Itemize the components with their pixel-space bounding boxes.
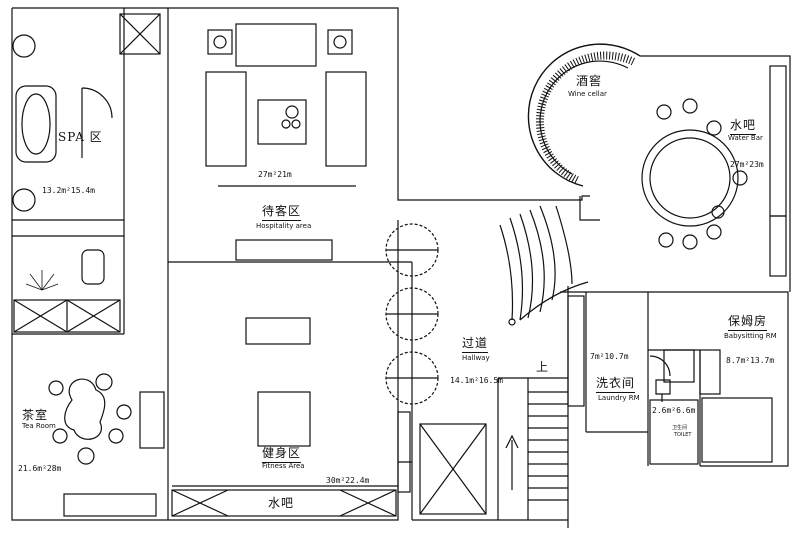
fireplace-icon	[25, 270, 59, 291]
side-table-left	[207, 29, 233, 55]
bathroom-area: 2.6m²6.6m	[652, 406, 696, 415]
baby-wardrobe	[699, 349, 721, 395]
tea-room-door	[139, 391, 165, 449]
spa-door	[81, 87, 113, 158]
wall-waterbar	[640, 55, 791, 292]
water-bar-area: 27m²23m	[730, 160, 764, 169]
water-bar-en: Water Bar	[728, 134, 763, 142]
coffee-table	[257, 99, 307, 145]
window-box-top	[119, 13, 161, 55]
curved-steps-5	[539, 205, 556, 301]
wall-cellar-step	[579, 196, 600, 221]
bathroom-en: TOILET	[674, 432, 692, 438]
curved-steps-1	[499, 224, 514, 321]
spa-area: 13.2m²15.4m	[42, 186, 95, 195]
hospitality-en: Hospitality area	[256, 222, 312, 230]
bar-table	[641, 129, 739, 227]
stair-up-mark: 上	[536, 360, 550, 374]
water-bar-cn: 水吧	[730, 116, 757, 135]
bathroom-cn: 卫生间	[672, 425, 688, 431]
fitness-area-size: 30m²22.4m	[326, 476, 370, 485]
hospitality-area-size: 27m²21m	[258, 170, 292, 179]
elevator-shaft	[419, 423, 487, 515]
spa-tub	[15, 85, 57, 163]
tea-bottom-counter	[63, 493, 157, 517]
spa-label: SPA 区	[58, 128, 103, 145]
laundry-cn: 洗衣间	[596, 374, 636, 393]
wall-right-outer	[560, 291, 789, 467]
babysitting-area: 8.7m²13.7m	[726, 356, 775, 365]
toilet-icon	[655, 379, 671, 402]
wine-cellar-outer-arc	[527, 43, 641, 187]
baby-bed	[701, 397, 773, 463]
laundry-en: Laundry RM	[598, 394, 640, 402]
tv-cabinet	[235, 239, 333, 261]
hallway-en: Hallway	[462, 354, 490, 362]
tea-room-en: Tea Room	[22, 422, 56, 430]
water-bar-bottom-cn: 水吧	[268, 496, 295, 510]
fitness-en: Fitness Area	[262, 462, 305, 470]
tea-table	[64, 378, 106, 440]
wine-cellar-en: Wine cellar	[568, 90, 607, 98]
curved-steps-2	[509, 217, 524, 321]
tea-room-area: 21.6m²28m	[18, 464, 62, 473]
curved-steps-4	[529, 209, 545, 313]
treadmill	[257, 391, 311, 447]
wine-cellar-hatch	[535, 51, 636, 184]
laundry-area: 7m²10.7m	[590, 352, 629, 361]
hospitality-cn: 待客区	[262, 202, 302, 221]
weight-bench	[245, 317, 311, 345]
wine-cabinet-strip	[769, 65, 787, 217]
sofa-right	[325, 71, 367, 167]
laundry-shelf	[567, 295, 585, 407]
staircase	[505, 378, 568, 520]
babysitting-cn: 保姆房	[728, 312, 768, 331]
fitness-cn: 健身区	[262, 444, 302, 463]
curved-steps-3	[519, 213, 534, 319]
sofa-back	[235, 23, 317, 67]
spa-name: SPA 区	[58, 130, 103, 144]
spa-basin-1	[12, 34, 36, 58]
spa-toilet	[81, 249, 105, 285]
wine-cellar-cn: 酒窖	[576, 74, 603, 88]
sofa-left	[205, 71, 247, 167]
curved-steps-7	[519, 281, 589, 321]
babysitting-en: Babysitting RM	[724, 332, 777, 340]
fitness-cabinets	[171, 489, 397, 517]
wall-outline-left-bottom	[11, 8, 412, 521]
tea-room-cn: 茶室	[22, 408, 49, 422]
curved-steps-6	[555, 205, 573, 285]
spa-basin-2	[12, 188, 36, 212]
bar-window	[769, 215, 787, 277]
hallway-cn: 过道	[462, 334, 489, 353]
laundry-door	[649, 355, 671, 377]
wall-outline-left	[12, 7, 590, 201]
side-table-right	[327, 29, 353, 55]
hallway-area: 14.1m²16.5m	[450, 376, 503, 385]
